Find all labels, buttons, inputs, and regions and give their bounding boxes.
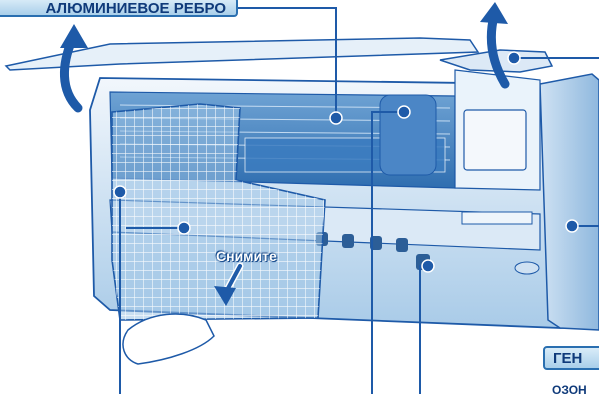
front-panel bbox=[4, 37, 480, 71]
receiver bbox=[514, 261, 540, 275]
generator-box bbox=[463, 109, 527, 171]
aluminium-fin-label: АЛЮМИНИЕВОЕ РЕБРО bbox=[0, 0, 238, 17]
callout-dots bbox=[113, 51, 579, 273]
curved-up-arrow-left bbox=[59, 35, 83, 113]
generator-label: ГЕН bbox=[543, 346, 599, 370]
generator-label-line2: ОЗОН bbox=[552, 383, 587, 397]
remove-instruction-label: Снимите bbox=[216, 248, 277, 264]
side-cover bbox=[539, 73, 599, 331]
hand bbox=[122, 313, 215, 365]
display-panel bbox=[461, 211, 533, 225]
blower-roll bbox=[379, 94, 437, 176]
